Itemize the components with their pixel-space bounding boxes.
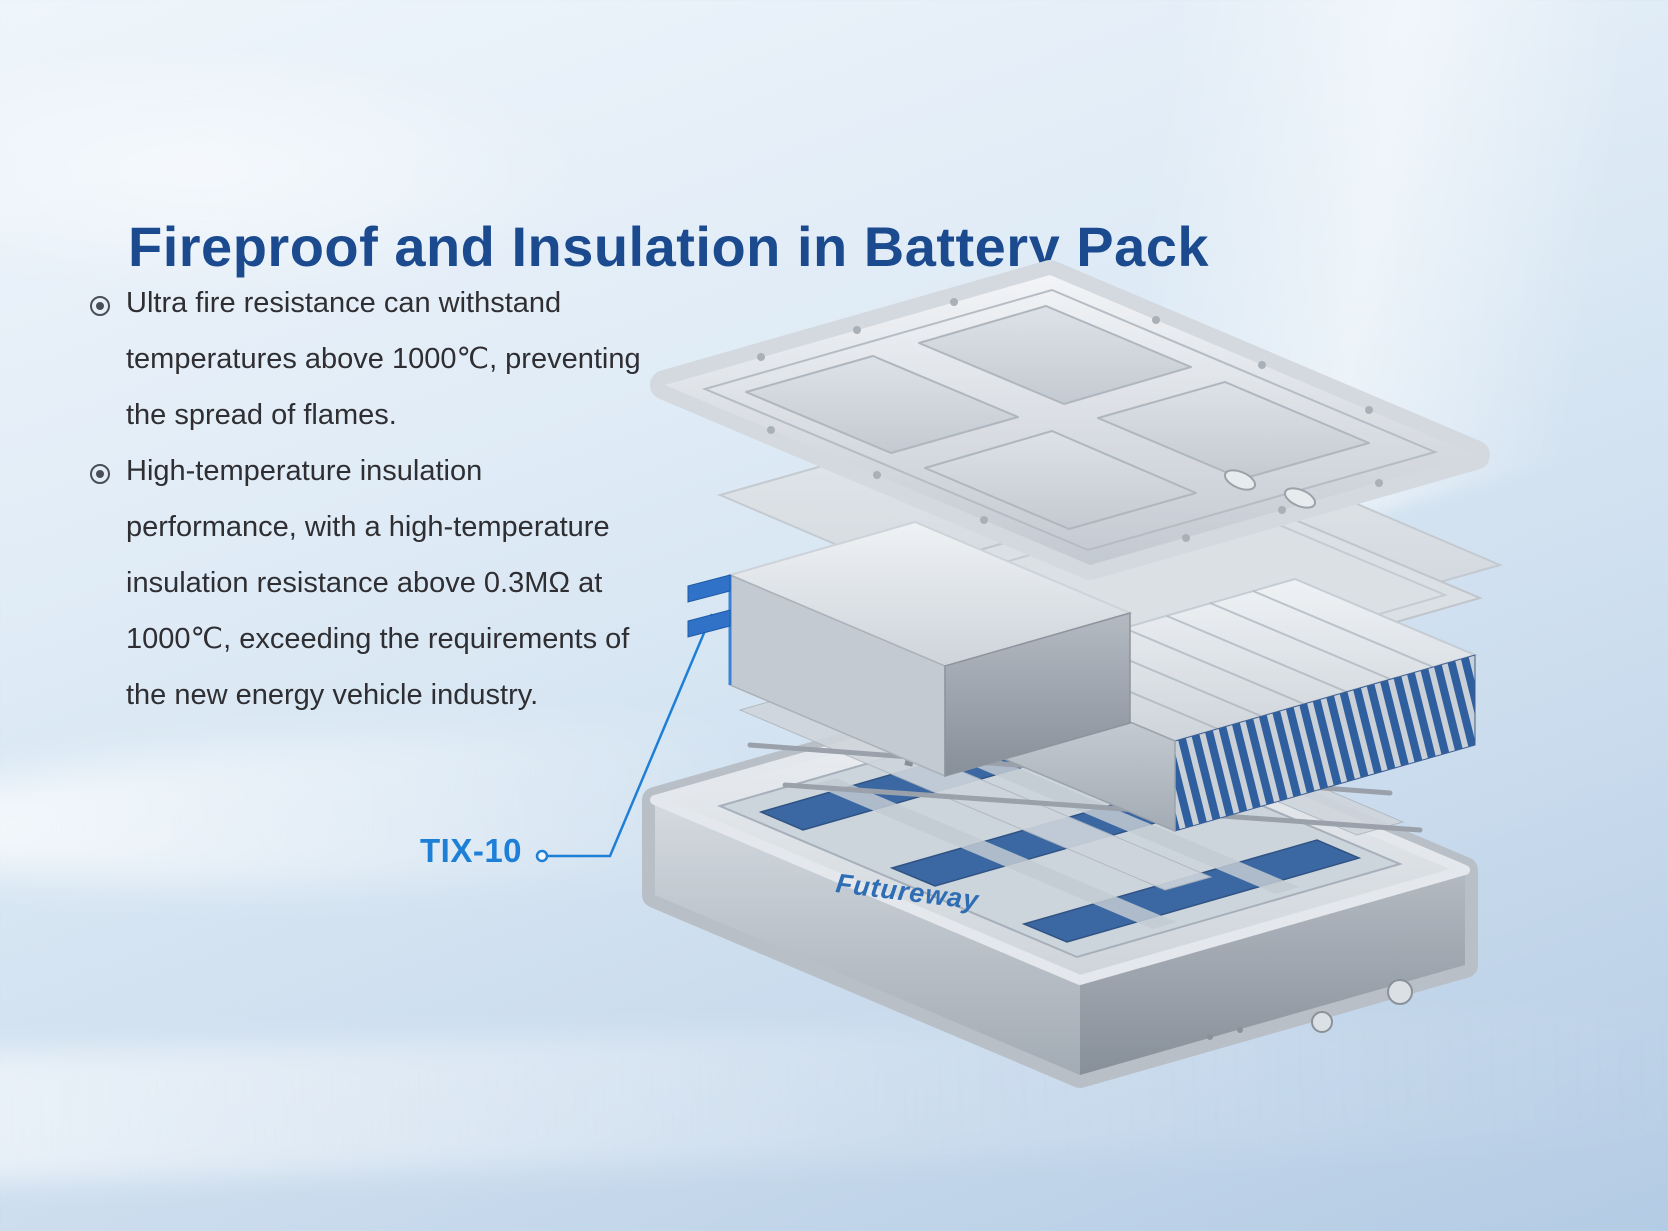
- busbar-tabs: [687, 574, 731, 638]
- tray-port: [1311, 1011, 1333, 1033]
- battery-pack-illustration: Futureway: [642, 260, 1503, 1088]
- bullet-icon: [90, 296, 110, 316]
- feature-item: High-temperature insulation performance,…: [90, 444, 665, 724]
- bullet-icon: [90, 463, 110, 484]
- cover-vent: [1223, 469, 1257, 491]
- feature-list: Ultra fire resistance can withstand temp…: [90, 276, 665, 724]
- callout-label-tix10: TIX-10: [420, 832, 523, 869]
- battery-top-cover: [650, 260, 1490, 580]
- cover-vent: [1283, 487, 1317, 509]
- feature-item: Ultra fire resistance can withstand temp…: [90, 276, 665, 444]
- cover-screws: [757, 298, 1383, 542]
- feature-text: Ultra fire resistance can withstand temp…: [126, 287, 641, 431]
- callout-marker-icon: [535, 849, 549, 863]
- feature-text: High-temperature insulation performance,…: [126, 454, 630, 711]
- battery-module: [727, 520, 1133, 778]
- callout-leader-line: [535, 613, 714, 863]
- tray-port: [1387, 979, 1413, 1005]
